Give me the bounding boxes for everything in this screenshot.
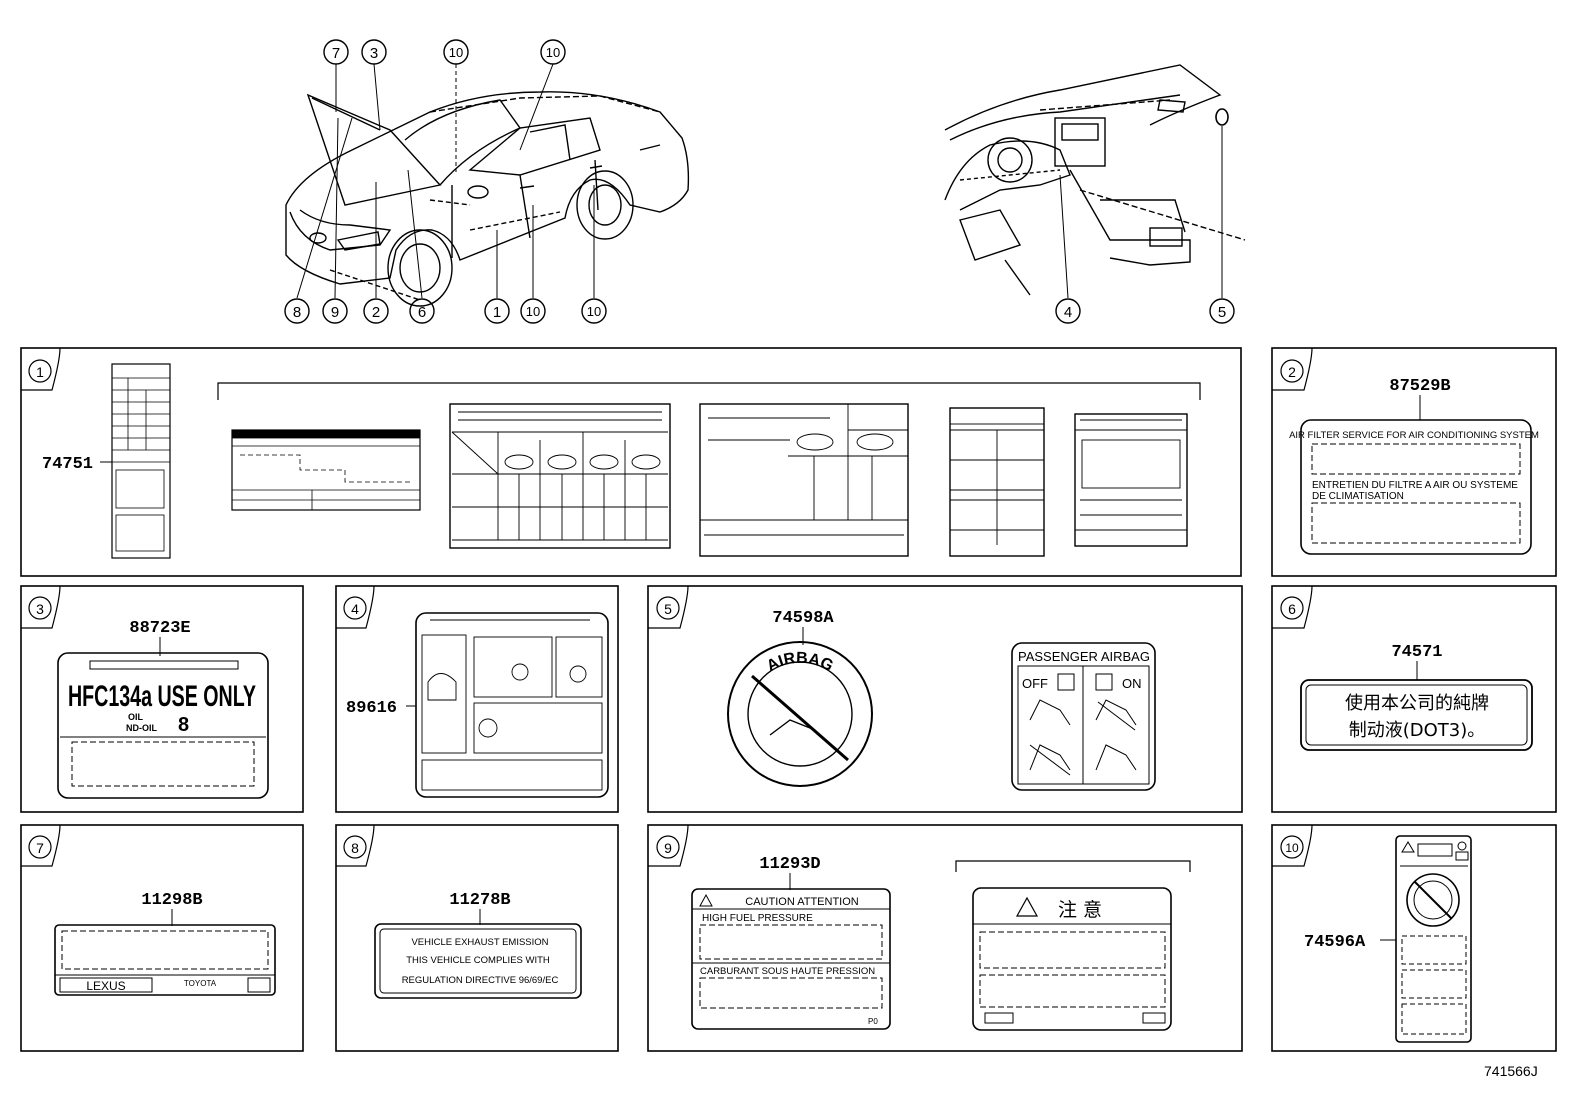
- callout-10b: 10: [540, 39, 566, 65]
- svg-text:1: 1: [493, 304, 501, 321]
- svg-text:REGULATION DIRECTIVE 96/69/E: REGULATION DIRECTIVE 96/69/EC: [402, 975, 559, 986]
- part-74596A: 74596A: [1304, 933, 1366, 952]
- part-87529B: 87529B: [1389, 377, 1450, 396]
- svg-text:5: 5: [664, 601, 672, 617]
- callout-4: 4: [1055, 298, 1081, 324]
- svg-text:9: 9: [664, 840, 672, 856]
- passenger-airbag-label: [1011, 642, 1156, 791]
- svg-text:7: 7: [36, 840, 44, 856]
- callout-9: 9: [322, 298, 348, 324]
- part-11298B: 11298B: [141, 891, 202, 910]
- svg-text:P0: P0: [868, 1017, 878, 1026]
- svg-text:8: 8: [293, 304, 301, 321]
- callout-3: 3: [361, 39, 387, 65]
- svg-text:VEHICLE EXHAUST EMISSION: VEHICLE EXHAUST EMISSION: [411, 937, 548, 948]
- svg-text:10: 10: [587, 304, 601, 319]
- svg-text:注 意: 注 意: [1058, 899, 1102, 921]
- svg-text:TOYOTA: TOYOTA: [184, 979, 217, 988]
- svg-text:3: 3: [370, 45, 378, 62]
- panel-3: 3 88723E HFC134a USE ONLY OIL ND-OIL 8: [20, 585, 304, 813]
- svg-text:5: 5: [1218, 304, 1226, 321]
- callout-1: 1: [484, 298, 510, 324]
- panel-6: 6 74571 使用本公司的純牌 制动液(DOT3)。: [1271, 585, 1557, 813]
- callout-6: 6: [409, 298, 435, 324]
- svg-text:9: 9: [331, 304, 339, 321]
- svg-text:DE CLIMATISATION: DE CLIMATISATION: [1312, 491, 1404, 502]
- panel-8: 8 11278B VEHICLE EXHAUST EMISSION THIS V…: [335, 824, 619, 1052]
- part-88723E: 88723E: [129, 619, 190, 638]
- callout-10a: 10: [443, 39, 469, 65]
- svg-text:1: 1: [36, 364, 44, 380]
- svg-text:ENTRETIEN DU FILTRE A AIR OU S: ENTRETIEN DU FILTRE A AIR OU SYSTEME: [1312, 480, 1518, 491]
- leader-4: [1059, 174, 1069, 299]
- figure-code: 741566J: [1484, 1063, 1538, 1079]
- callout-10d: 10: [581, 298, 607, 324]
- svg-text:OIL: OIL: [128, 712, 144, 722]
- svg-text:8: 8: [351, 840, 359, 856]
- panel-2: 2 87529B AIR FILTER SERVICE FOR AIR COND…: [1271, 347, 1557, 577]
- panel-10: 10 74596A: [1271, 824, 1557, 1052]
- airbag-warning-icon: [727, 641, 873, 787]
- interior-illustration: [944, 64, 1246, 296]
- part-74751: 74751: [42, 455, 93, 474]
- svg-text:使用本公司的純牌: 使用本公司的純牌: [1345, 693, 1489, 714]
- svg-text:CARBURANT SOUS HAUTE PRESSION: CARBURANT SOUS HAUTE PRESSION: [700, 966, 875, 977]
- callouts: 7 3 10 10 8 9 2 6 1 10 10 4 5: [284, 39, 1235, 324]
- svg-text:制动液(DOT3)。: 制动液(DOT3)。: [1349, 720, 1486, 741]
- svg-text:10: 10: [546, 45, 560, 60]
- part-11293D: 11293D: [759, 855, 820, 874]
- svg-text:10: 10: [1285, 841, 1299, 855]
- svg-text:10: 10: [449, 45, 463, 60]
- svg-text:7: 7: [332, 45, 340, 62]
- callout-8: 8: [284, 298, 310, 324]
- svg-text:ON: ON: [1122, 676, 1142, 691]
- car-illustration: [285, 91, 690, 307]
- callout-10c: 10: [520, 298, 546, 324]
- svg-text:6: 6: [1288, 601, 1296, 617]
- svg-text:AIR FILTER SERVICE FOR AIR CON: AIR FILTER SERVICE FOR AIR CONDITIONING …: [1289, 430, 1539, 441]
- svg-text:6: 6: [418, 304, 426, 321]
- svg-text:LEXUS: LEXUS: [86, 979, 125, 993]
- hfc134a-text: HFC134a USE ONLY: [68, 680, 256, 713]
- svg-text:2: 2: [372, 304, 380, 321]
- panel-5: 5 74598A AIRBAG PASSENGER AIRBAG OFF ON: [647, 585, 1243, 813]
- part-11278B: 11278B: [449, 891, 510, 910]
- svg-text:PASSENGER AIRBAG: PASSENGER AIRBAG: [1018, 649, 1150, 664]
- callout-2: 2: [363, 298, 389, 324]
- panel-1: 1 74751: [20, 347, 1242, 577]
- part-89616: 89616: [346, 699, 397, 718]
- part-74598A: 74598A: [772, 609, 834, 628]
- panel-7: 7 11298B LEXUS TOYOTA: [20, 824, 304, 1052]
- callout-5: 5: [1209, 298, 1235, 324]
- svg-text:OFF: OFF: [1022, 676, 1048, 691]
- svg-text:10: 10: [526, 304, 540, 319]
- svg-text:CAUTION ATTENTION: CAUTION ATTENTION: [745, 896, 859, 908]
- svg-text:HIGH FUEL PRESSURE: HIGH FUEL PRESSURE: [702, 913, 813, 924]
- svg-text:THIS VEHICLE COMPLIES WITH: THIS VEHICLE COMPLIES WITH: [406, 955, 550, 966]
- car-leader-lines: [296, 63, 595, 299]
- label-5-marker: [1215, 108, 1229, 126]
- callout-7: 7: [323, 39, 349, 65]
- svg-text:AIRBAG: AIRBAG: [764, 650, 836, 675]
- svg-text:2: 2: [1288, 364, 1296, 380]
- panel-4: 4 89616: [335, 585, 619, 813]
- part-74571: 74571: [1391, 643, 1442, 662]
- svg-text:4: 4: [1064, 304, 1072, 321]
- svg-text:4: 4: [351, 601, 359, 617]
- svg-text:3: 3: [36, 601, 44, 617]
- svg-text:8: 8: [178, 714, 189, 736]
- svg-text:ND-OIL: ND-OIL: [126, 723, 157, 733]
- panel-9: 9 11293D CAUTION ATTENTION HIGH FUEL PRE…: [647, 824, 1243, 1052]
